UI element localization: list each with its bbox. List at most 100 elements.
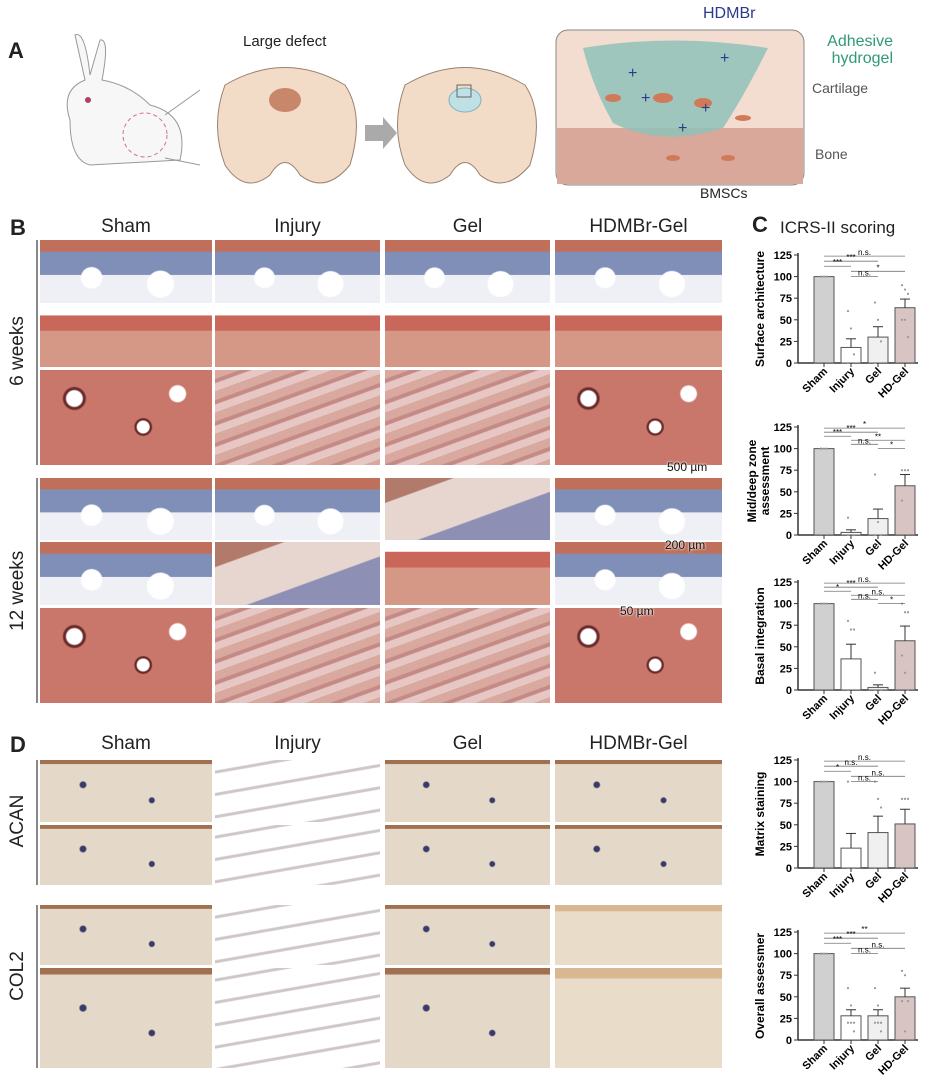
bar-Sham	[813, 781, 835, 869]
data-point	[846, 516, 850, 519]
histology-image	[215, 608, 380, 703]
x-tick-label: Sham	[800, 365, 830, 395]
data-point	[849, 628, 853, 631]
histology-image	[40, 478, 212, 540]
significance-label: n.s.	[872, 587, 885, 596]
data-point	[903, 288, 907, 291]
significance-label: n.s.	[858, 575, 871, 584]
bar-Injury	[840, 346, 862, 364]
data-point	[900, 1000, 904, 1003]
y-tick-label: 50	[780, 315, 792, 327]
bar-Sham	[813, 276, 835, 364]
y-tick-label: 25	[780, 336, 792, 348]
data-point	[822, 952, 826, 955]
data-point	[873, 473, 877, 476]
y-tick-label: 0	[786, 358, 792, 370]
rabbit-illustration	[66, 34, 200, 166]
significance-label: ***	[846, 579, 855, 588]
y-axis-label: Basal integration	[753, 587, 767, 684]
histology-image	[385, 905, 550, 965]
y-tick-label: 100	[774, 444, 792, 456]
significance-label: n.s.	[858, 945, 871, 954]
bar-Sham	[813, 603, 835, 691]
x-tick-label: Injury	[827, 870, 857, 900]
x-tick-label: Sham	[800, 870, 830, 900]
histology-image	[215, 478, 380, 540]
data-point	[879, 688, 883, 692]
data-point	[819, 780, 823, 783]
data-point	[873, 987, 877, 990]
col-sham: Sham	[101, 216, 151, 237]
svg-text:+: +	[628, 65, 637, 82]
col-injury: Injury	[274, 216, 321, 237]
significance-label: n.s.	[845, 758, 858, 767]
y-tick-label: 125	[774, 250, 792, 262]
data-point	[846, 780, 850, 783]
data-point	[903, 797, 907, 800]
svg-text:+: +	[720, 50, 729, 67]
y-axis-label: Surface architecture	[753, 251, 767, 367]
y-tick-label: 100	[774, 777, 792, 789]
y-tick-label: 100	[774, 272, 792, 284]
data-point	[900, 654, 904, 657]
data-point	[876, 1004, 880, 1007]
y-tick-label: 0	[786, 863, 792, 875]
histology-image	[555, 478, 722, 540]
histology-image	[40, 825, 212, 885]
hdmbr-label: HDMBr	[703, 5, 756, 22]
data-point	[852, 866, 856, 870]
data-point	[873, 1021, 877, 1024]
histology-image	[555, 240, 722, 303]
panel-c-title: ICRS-II scoring	[780, 218, 896, 237]
histology-image	[555, 306, 722, 367]
histology-image	[215, 306, 380, 367]
histology-image	[40, 370, 212, 465]
data-point	[825, 275, 829, 278]
x-tick-label: HD-Gel	[876, 366, 911, 401]
data-point	[825, 780, 829, 783]
y-tick-label: 50	[780, 642, 792, 654]
data-point	[876, 318, 880, 321]
significance-label: n.s.	[858, 268, 871, 277]
y-tick-label: 100	[774, 599, 792, 611]
y-tick-label: 125	[774, 422, 792, 434]
y-tick-label: 75	[780, 798, 792, 810]
histology-image	[385, 608, 550, 703]
bar-Gel	[867, 336, 889, 364]
scale-50: 50 µm	[620, 604, 654, 618]
data-point	[879, 806, 883, 809]
row-col2: COL2	[7, 951, 28, 1001]
row-12-weeks: 12 weeks	[7, 550, 28, 631]
bar-Injury	[840, 658, 862, 691]
histology-image	[385, 370, 550, 465]
significance-label: *	[836, 763, 839, 772]
data-point	[873, 671, 877, 674]
histology-image	[385, 825, 550, 885]
x-tick-label: HD-Gel	[876, 871, 911, 906]
data-point	[846, 310, 850, 313]
significance-label: **	[875, 432, 881, 441]
svg-text:+: +	[641, 90, 650, 107]
data-point	[825, 952, 829, 955]
histology-image	[40, 968, 212, 1068]
data-point	[879, 340, 883, 343]
y-axis-label: Matrix staining	[753, 772, 767, 857]
y-tick-label: 50	[780, 820, 792, 832]
hydrogel-label-line2: hydrogel	[831, 50, 893, 67]
bar-HD-Gel	[894, 996, 916, 1041]
data-point	[906, 611, 910, 614]
x-tick-label: Injury	[827, 1042, 857, 1072]
significance-label: n.s.	[858, 753, 871, 762]
data-point	[849, 1021, 853, 1024]
data-point	[852, 628, 856, 631]
histology-image	[40, 240, 212, 303]
significance-label: **	[861, 925, 867, 934]
histology-image	[555, 370, 722, 465]
data-point	[822, 275, 826, 278]
data-point	[900, 797, 904, 800]
histology-image	[40, 542, 212, 605]
scale-200: 200 µm	[665, 538, 706, 552]
data-point	[849, 1004, 853, 1007]
data-point	[876, 520, 880, 524]
